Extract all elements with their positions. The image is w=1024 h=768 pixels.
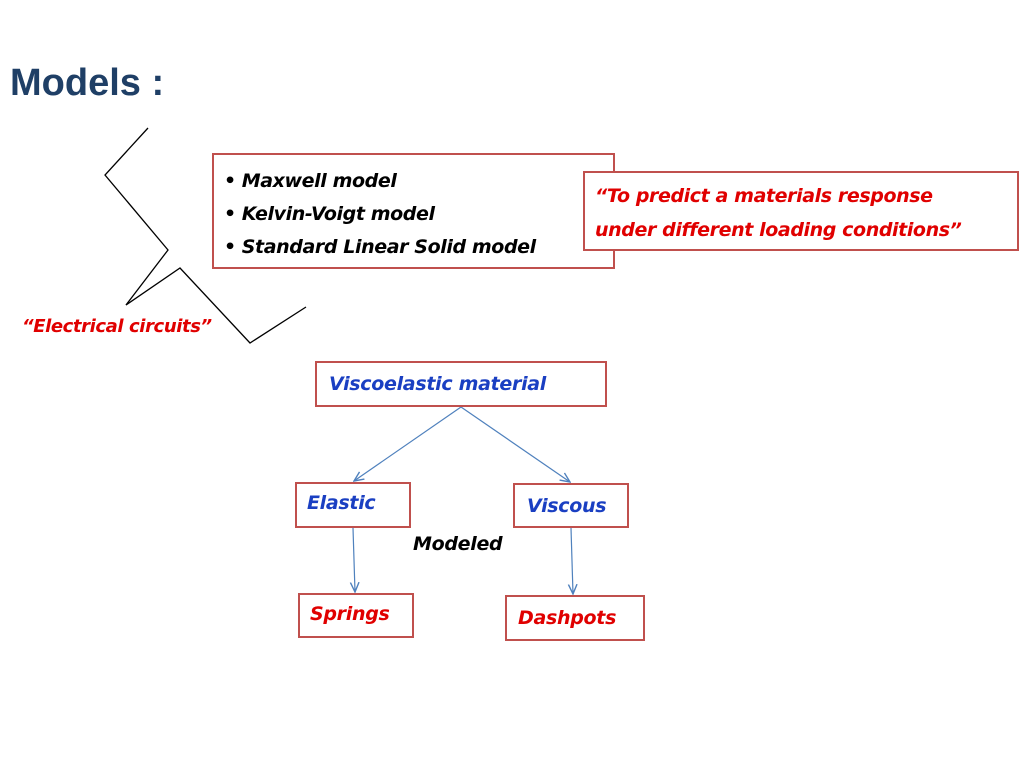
arrow-to-elastic <box>354 406 462 481</box>
list-item: •Kelvin-Voigt model <box>224 198 613 231</box>
node-label: Springs <box>310 603 390 625</box>
models-list: •Maxwell model •Kelvin-Voigt model •Stan… <box>224 165 613 264</box>
viscous-node: Viscous <box>513 483 629 528</box>
bullet-icon: • <box>224 170 236 192</box>
springs-node: Springs <box>298 593 414 638</box>
node-label: Dashpots <box>518 607 617 629</box>
page-title: Models : <box>10 62 165 104</box>
bullet-icon: • <box>224 203 236 225</box>
models-list-box: •Maxwell model •Kelvin-Voigt model •Stan… <box>212 153 615 269</box>
list-item: •Standard Linear Solid model <box>224 231 613 264</box>
purpose-quote-box: “To predict a materials response under d… <box>583 171 1019 251</box>
brace-line <box>104 127 169 306</box>
modeled-label: Modeled <box>413 533 503 555</box>
viscoelastic-material-node: Viscoelastic material <box>315 361 607 407</box>
arrow-to-viscous <box>460 406 570 482</box>
arrow-to-dashpots <box>571 527 573 594</box>
model-name: Kelvin-Voigt model <box>241 203 435 225</box>
list-item: •Maxwell model <box>224 165 613 198</box>
elastic-node: Elastic <box>295 482 411 528</box>
model-name: Maxwell model <box>241 170 397 192</box>
node-label: Elastic <box>307 492 376 514</box>
bullet-icon: • <box>224 236 236 258</box>
electrical-circuits-label: “Electrical circuits” <box>22 316 212 337</box>
purpose-quote-line-1: “To predict a materials response <box>595 185 933 207</box>
dashpots-node: Dashpots <box>505 595 645 641</box>
purpose-quote-line-2: under different loading conditions” <box>595 219 962 241</box>
brace-line-lower <box>125 267 307 344</box>
model-name: Standard Linear Solid model <box>241 236 536 258</box>
node-label: Viscous <box>527 494 607 517</box>
node-label: Viscoelastic material <box>329 373 547 395</box>
arrow-to-springs <box>353 527 355 592</box>
